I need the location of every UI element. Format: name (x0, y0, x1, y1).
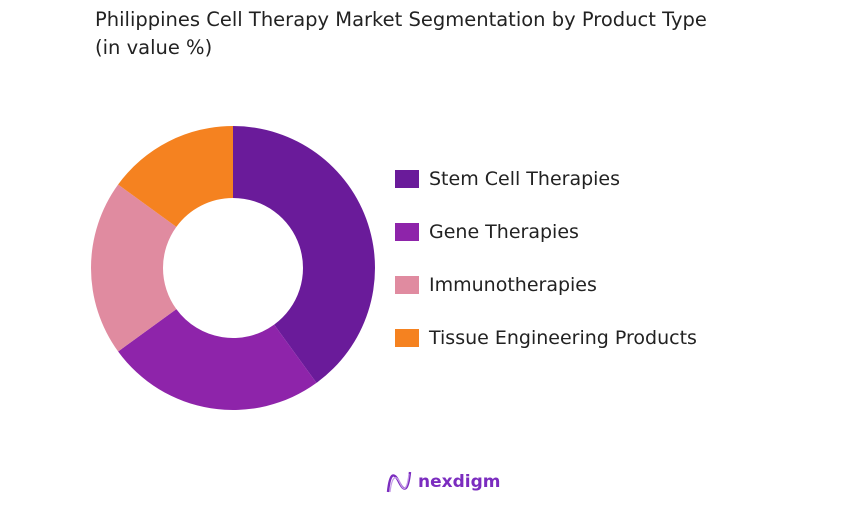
slice-tissue-engineering-products (118, 126, 233, 227)
title-text: Philippines Cell Therapy Market Segmenta… (95, 8, 707, 31)
legend-item: Stem Cell Therapies (395, 166, 697, 192)
legend-item: Tissue Engineering Products (395, 325, 697, 351)
slice-stem-cell-therapies (233, 126, 375, 383)
legend-item: Immunotherapies (395, 272, 697, 298)
legend-swatch (395, 170, 419, 188)
chart-title: Philippines Cell Therapy Market Segmenta… (95, 6, 707, 62)
legend-label: Stem Cell Therapies (429, 168, 621, 190)
legend-label: Immunotherapies (429, 274, 597, 296)
legend-swatch (395, 276, 419, 294)
legend-swatch (395, 329, 419, 347)
legend-item: Gene Therapies (395, 219, 697, 245)
legend-swatch (395, 223, 419, 241)
brand-name: nexdigm (418, 472, 501, 492)
legend-label: Tissue Engineering Products (429, 327, 697, 349)
slice-gene-therapies (118, 309, 317, 410)
slice-immunotherapies (90, 184, 177, 352)
subtitle-text: (in value %) (95, 36, 213, 59)
nexdigm-logo: nexdigm (386, 470, 500, 494)
logo-icon (386, 471, 412, 493)
legend-label: Gene Therapies (429, 221, 579, 243)
